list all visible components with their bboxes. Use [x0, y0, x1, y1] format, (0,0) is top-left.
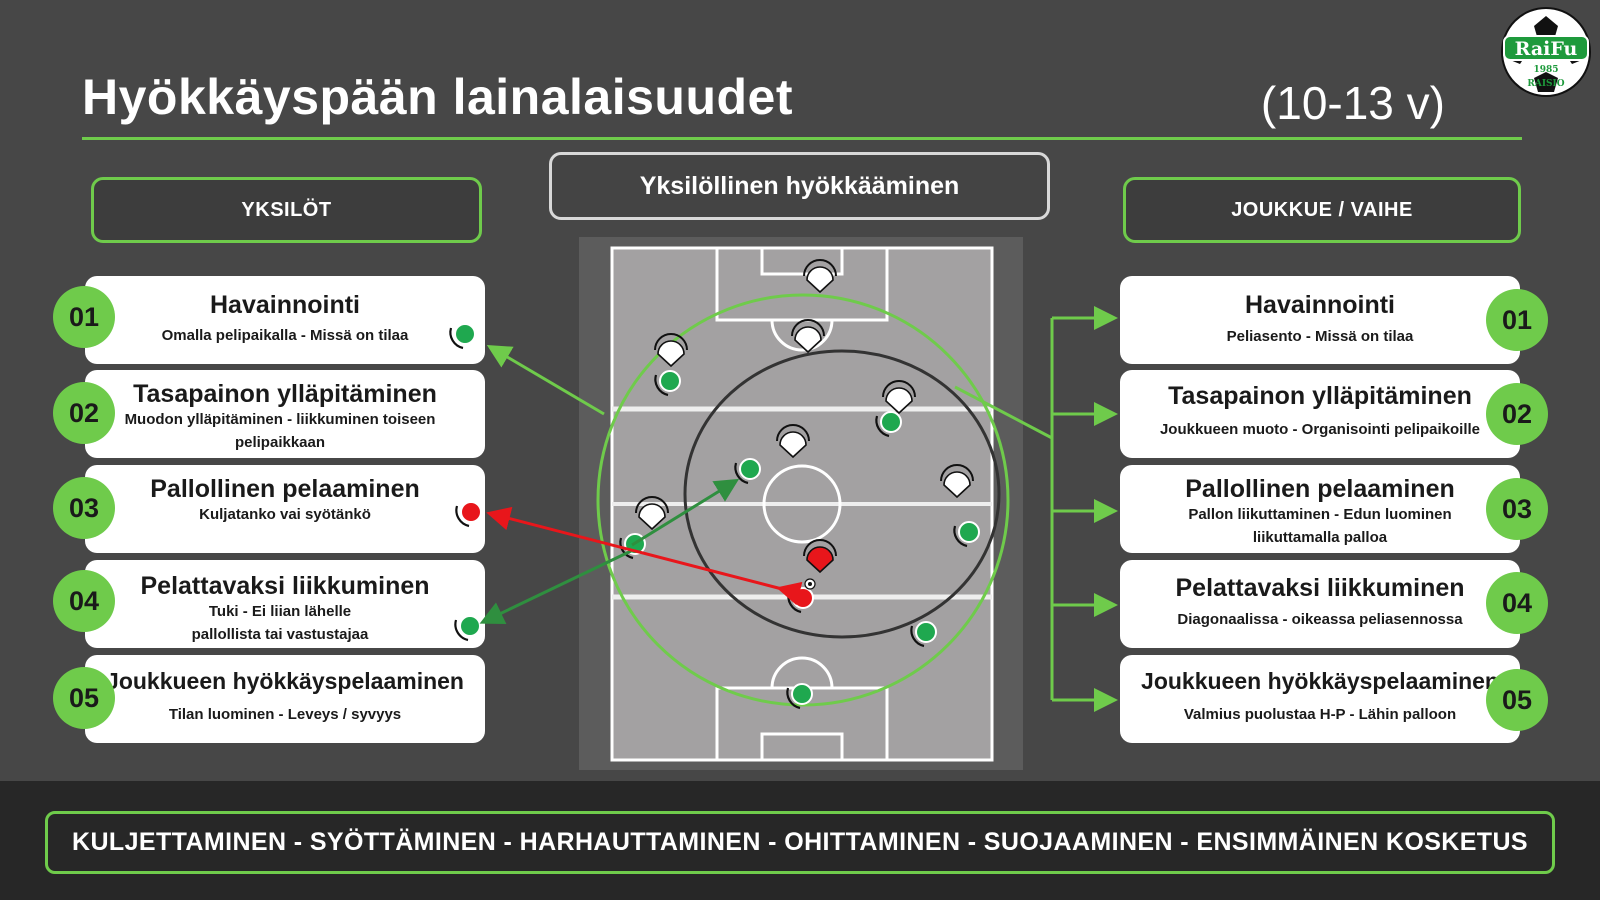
right-card-title: Pallollinen pelaaminen [1185, 475, 1455, 503]
right-number-badge: 01 [1486, 289, 1548, 351]
left-number-badge: 04 [53, 570, 115, 632]
left-card-title: Joukkueen hyökkäyspelaaminen [106, 668, 464, 694]
left-card-title: Havainnointi [209, 291, 360, 319]
right-card-sub: Valmius puolustaa H-P - Lähin palloon [1183, 706, 1457, 723]
right-card-03: Pallollinen pelaaminen Pallon liikuttami… [1120, 465, 1520, 553]
left-card-02: Tasapainon ylläpitäminen Muodon ylläpitä… [85, 370, 485, 458]
logo-text: RaiFu [1515, 38, 1578, 60]
right-card-title: Pelattavaksi liikkuminen [1175, 574, 1465, 602]
observation-arrow [486, 344, 605, 416]
right-card-title: Joukkueen hyökkäyspelaaminen [1141, 668, 1499, 694]
skills-footer: KULJETTAMINEN - SYÖTTÄMINEN - HARHAUTTAM… [45, 811, 1555, 874]
left-card-sub: Muodon ylläpitäminen - liikkuminen toise… [124, 411, 436, 451]
left-number-badge: 01 [53, 286, 115, 348]
left-card-sub: Omalla pelipaikalla - Missä on tilaa [161, 327, 409, 344]
page-title: Hyökkäyspään lainalaisuudet [82, 69, 794, 125]
action-zone-ellipse [683, 349, 1001, 639]
logo-year: 1985 [1533, 65, 1558, 75]
card-player-icon [454, 614, 482, 642]
right-card-sub: Pallon liikuttaminen - Edun luominen lii… [1188, 506, 1452, 546]
left-card-sub: Tilan luominen - Leveys / syvyys [168, 706, 402, 723]
right-card-04: Pelattavaksi liikkuminen Diagonaalissa -… [1120, 560, 1520, 648]
left-card-04: Pelattavaksi liikkuminen Tuki - Ei liian… [85, 560, 485, 648]
title-divider [82, 137, 1522, 140]
team-zone-circle [596, 293, 1010, 707]
card-ball-carrier-icon [455, 501, 482, 528]
right-number-badge: 02 [1486, 383, 1548, 445]
left-card-01: Havainnointi Omalla pelipaikalla - Missä… [85, 276, 485, 364]
right-card-01: Havainnointi Peliasento - Missä on tilaa [1120, 276, 1520, 364]
left-card-title: Pelattavaksi liikkuminen [140, 572, 430, 600]
right-number-badge: 05 [1486, 669, 1548, 731]
right-number-badge: 03 [1486, 478, 1548, 540]
right-number-badge: 04 [1486, 572, 1548, 634]
right-card-sub: Diagonaalissa - oikeassa peliasennossa [1177, 611, 1463, 628]
age-range: (10-13 v) [1260, 77, 1445, 129]
right-card-title: Tasapainon ylläpitäminen [1168, 382, 1472, 410]
left-card-05: Joukkueen hyökkäyspelaaminen Tilan luomi… [85, 655, 485, 743]
right-card-sub: Peliasento - Missä on tilaa [1226, 328, 1414, 345]
left-number-badge: 02 [53, 382, 115, 444]
team-connector [954, 385, 1053, 440]
right-card-title: Havainnointi [1244, 291, 1395, 319]
card-player-icon [449, 322, 477, 350]
goal-area-top [760, 246, 844, 276]
footer-band [0, 781, 1600, 900]
goal-area-bottom [760, 732, 844, 762]
right-card-sub: Joukkueen muoto - Organisointi pelipaiko… [1159, 421, 1481, 438]
left-card-sub: Kuljatanko vai syötänkö [199, 506, 371, 523]
ball-carrier-arrow [486, 506, 803, 606]
left-card-title: Pallollinen pelaaminen [150, 475, 420, 503]
center-header: Yksilöllinen hyökkääminen [549, 152, 1050, 220]
team-phase-header: JOUKKUE / VAIHE [1123, 177, 1521, 243]
opponent-marker-pressing [803, 539, 837, 574]
ball-icon [804, 578, 816, 590]
left-number-badge: 03 [53, 477, 115, 539]
right-card-02: Tasapainon ylläpitäminen Joukkueen muoto… [1120, 370, 1520, 458]
left-card-sub: Tuki - Ei liian lähelle pallollista tai … [191, 603, 369, 643]
left-number-badge: 05 [53, 667, 115, 729]
club-logo: RaiFu 1985 RAISIO [1501, 7, 1591, 97]
left-card-title: Tasapainon ylläpitäminen [133, 380, 437, 408]
individuals-header: YKSILÖT [91, 177, 482, 243]
right-card-05: Joukkueen hyökkäyspelaaminen Valmius puo… [1120, 655, 1520, 743]
logo-city: RAISIO [1527, 79, 1564, 89]
left-card-03: Pallollinen pelaaminen Kuljatanko vai sy… [85, 465, 485, 553]
